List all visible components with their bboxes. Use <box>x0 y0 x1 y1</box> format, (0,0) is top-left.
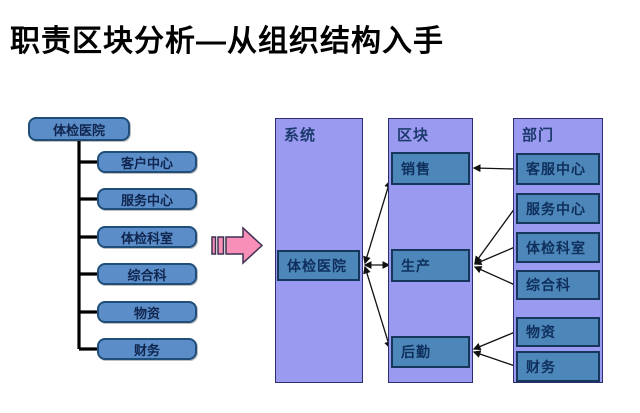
org-tree-item-materials: 物资 <box>97 301 197 323</box>
department-block-connectors <box>472 164 516 367</box>
dept-box-customer-service: 客服中心 <box>516 153 600 185</box>
org-tree-item-customer-center: 客户中心 <box>97 151 197 173</box>
column-department-header: 部门 <box>522 127 555 144</box>
dept-box-materials: 物资 <box>516 317 600 347</box>
transform-arrow-icon <box>211 226 264 265</box>
org-tree-item-service-center: 服务中心 <box>97 188 197 210</box>
org-tree-trunk <box>77 141 97 351</box>
org-tree-item-general-dept: 综合科 <box>97 263 197 285</box>
block-box-production: 生产 <box>391 249 470 282</box>
org-tree-item-exam-dept: 体检科室 <box>97 226 197 248</box>
block-box-sales: 销售 <box>391 152 470 185</box>
slide-title: 职责区块分析—从组织结构入手 <box>10 25 444 58</box>
block-box-logistics: 后勤 <box>391 336 470 368</box>
org-tree-root: 体检医院 <box>28 117 130 141</box>
column-system-header: 系统 <box>284 127 317 144</box>
dept-box-exam-dept: 体检科室 <box>516 232 600 263</box>
dept-box-finance: 财务 <box>516 351 600 382</box>
column-block-header: 区块 <box>397 127 430 144</box>
org-tree-item-finance: 财务 <box>97 338 197 360</box>
system-box-hospital: 体检医院 <box>277 250 360 281</box>
dept-box-general-dept: 综合科 <box>516 270 600 300</box>
dept-box-service-center: 服务中心 <box>516 193 600 224</box>
system-block-connectors <box>363 179 392 350</box>
